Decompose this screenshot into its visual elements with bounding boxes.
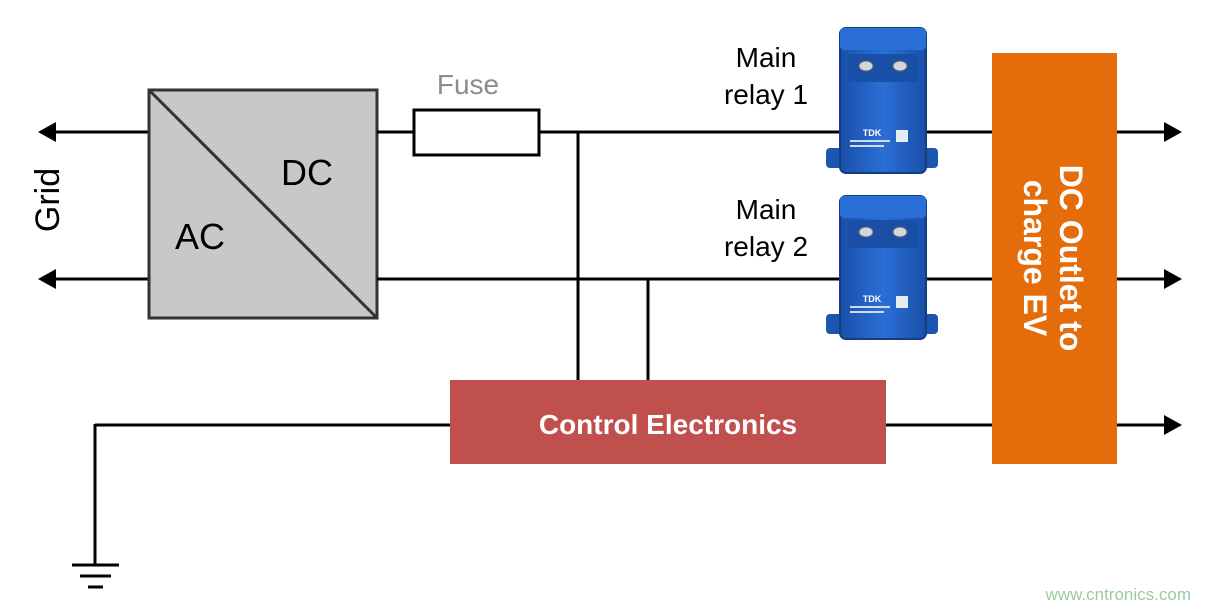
output-arrow-top xyxy=(1164,122,1182,142)
grid-connection: Grid xyxy=(29,122,150,289)
ac-dc-converter: AC DC xyxy=(147,88,379,320)
watermark: www.cntronics.com xyxy=(1045,585,1191,604)
grid-arrow-bottom xyxy=(38,269,56,289)
ground-connection xyxy=(72,423,452,589)
grid-label: Grid xyxy=(29,168,67,232)
output-arrow-middle xyxy=(1164,269,1182,289)
relay1-icon: TDK xyxy=(826,27,938,174)
dc-outlet-box xyxy=(992,53,1117,464)
control-electronics-label: Control Electronics xyxy=(539,409,797,440)
converter-diagonal xyxy=(147,88,379,320)
main-relay-1: Main relay 1 TDK xyxy=(724,27,938,174)
relay1-label-line1: Main xyxy=(736,42,797,73)
relay2-label-line1: Main xyxy=(736,194,797,225)
relay2-label-line2: relay 2 xyxy=(724,231,808,262)
fuse-symbol xyxy=(412,108,541,157)
output-arrow-bottom xyxy=(1164,415,1182,435)
fuse-label: Fuse xyxy=(437,69,499,100)
dc-outlet: DC Outlet to charge EV xyxy=(992,53,1117,464)
control-electronics-box xyxy=(450,380,886,464)
main-relay-2: Main relay 2 TDK xyxy=(724,194,938,340)
relay2-icon: TDK xyxy=(826,195,938,340)
dc-outlet-label-line2: charge EV xyxy=(1017,180,1053,337)
ac-label: AC xyxy=(175,216,225,257)
relay1-label-line2: relay 1 xyxy=(724,79,808,110)
relay1-brand: TDK xyxy=(863,128,882,138)
grid-arrow-top xyxy=(38,122,56,142)
relay2-brand: TDK xyxy=(863,294,882,304)
control-electronics: Control Electronics xyxy=(450,380,886,464)
dc-outlet-label-line1: DC Outlet to xyxy=(1053,165,1089,352)
dc-label: DC xyxy=(281,152,333,193)
